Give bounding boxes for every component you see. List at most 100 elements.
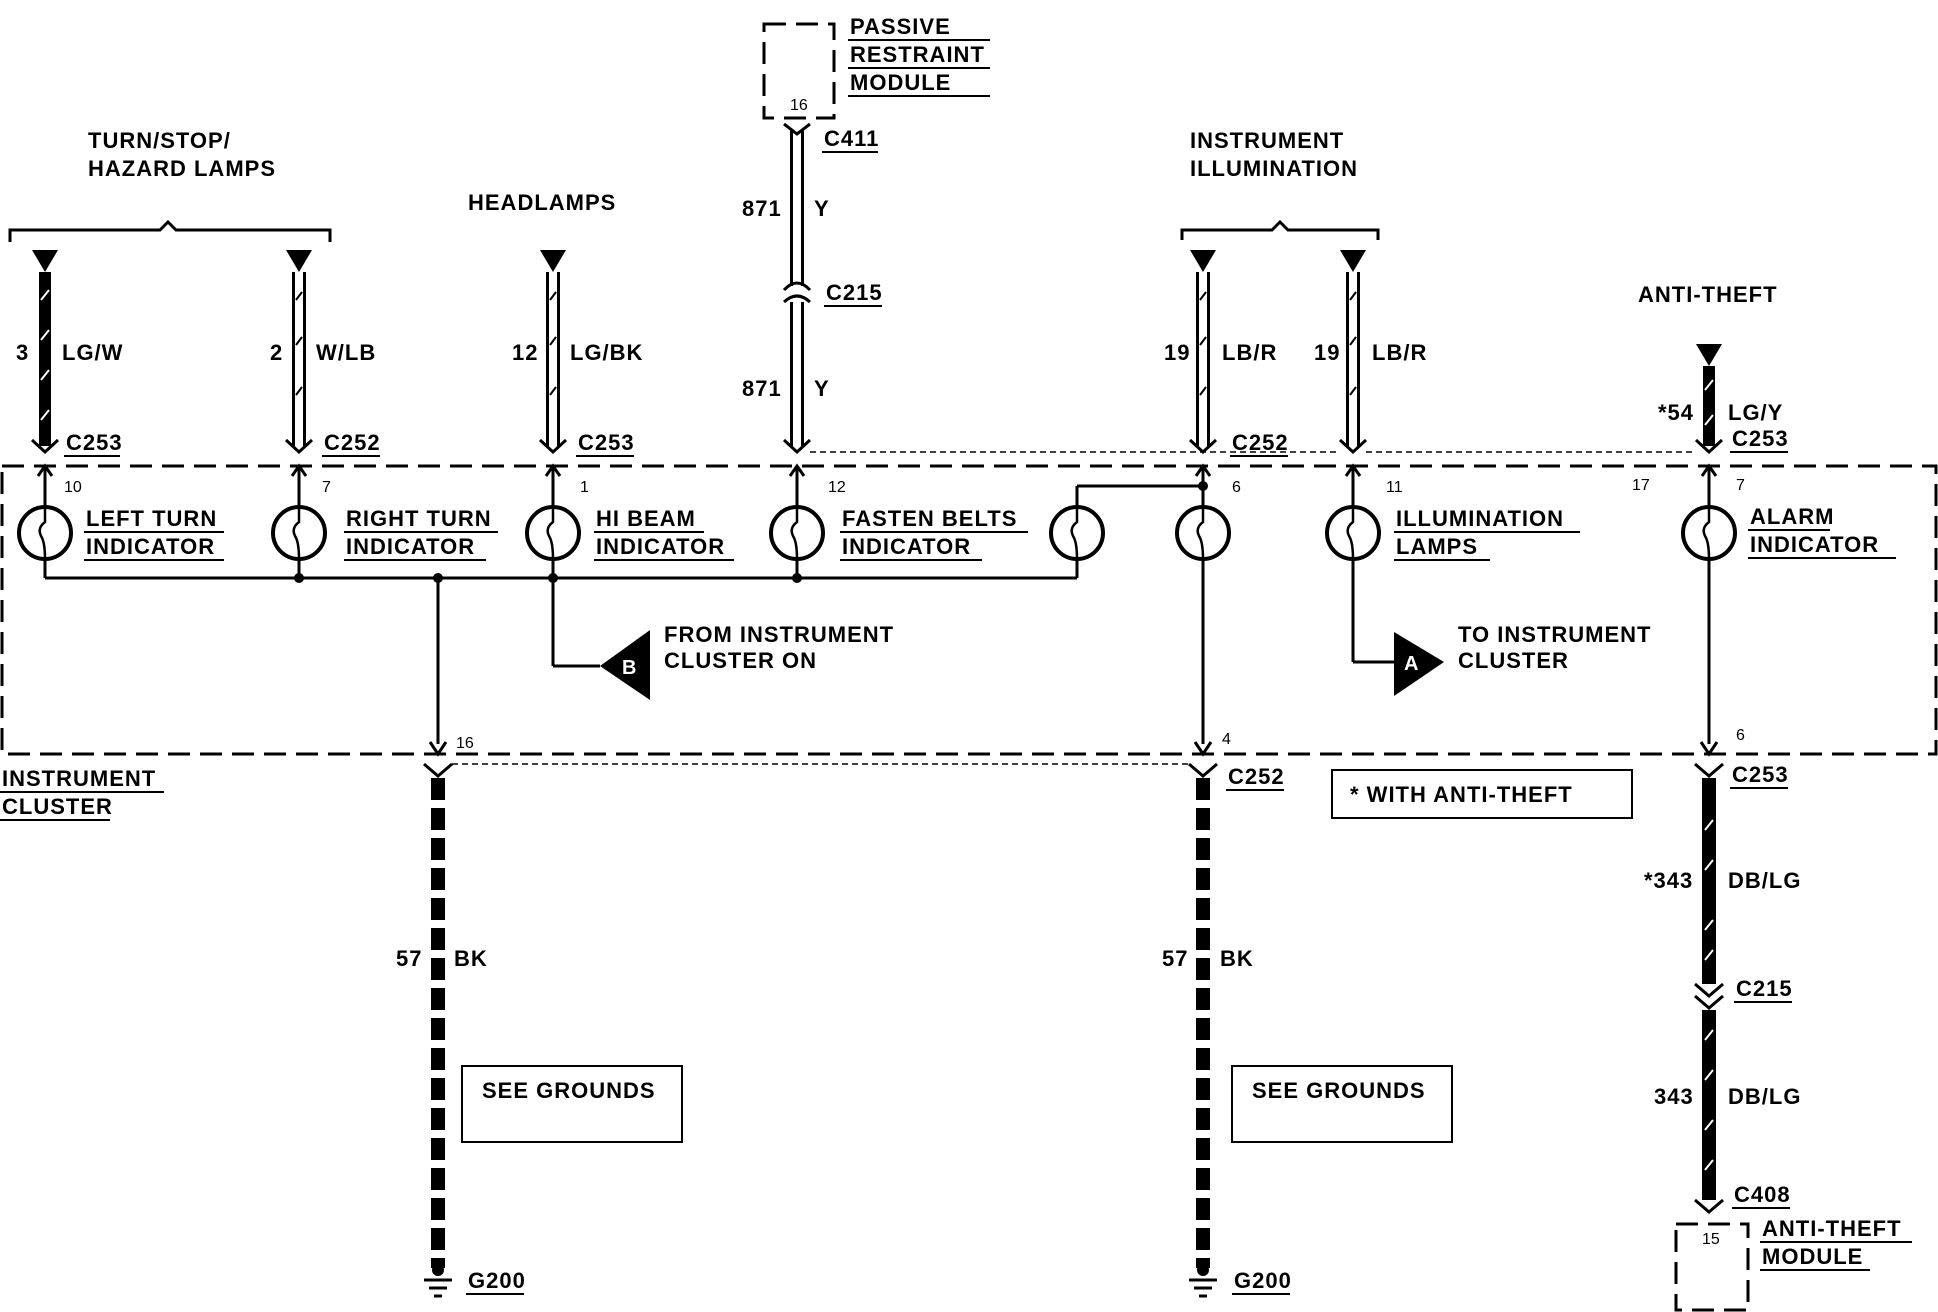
anti-theft-note: * WITH ANTI-THEFT bbox=[1350, 782, 1573, 807]
lamp-fasten-belts-label-2: INDICATOR bbox=[842, 534, 971, 559]
circuit-num-343b: 343 bbox=[1654, 1084, 1694, 1109]
feed-arrows bbox=[32, 250, 1722, 366]
anti-theft-label: ANTI-THEFT bbox=[1638, 282, 1778, 307]
connector-c252-2: C252 bbox=[1232, 430, 1289, 455]
circuit-color-dblgb: DB/LG bbox=[1728, 1084, 1801, 1109]
anti-theft-module-label-1: ANTI-THEFT bbox=[1762, 1216, 1902, 1241]
circuit-color-lbrb: LB/R bbox=[1372, 340, 1427, 365]
circuit-color-bkb: BK bbox=[1220, 946, 1254, 971]
pin-12: 12 bbox=[828, 479, 846, 496]
circuit-color-bka: BK bbox=[454, 946, 488, 971]
connector-c215-top: C215 bbox=[826, 280, 883, 305]
lamp-illumination-label-2: LAMPS bbox=[1396, 534, 1478, 559]
pin-arrows bbox=[36, 463, 1719, 757]
connector-c252-1: C252 bbox=[324, 430, 381, 455]
passive-restraint-module-box bbox=[762, 22, 836, 120]
ref-a-label-1: TO INSTRUMENT bbox=[1458, 622, 1651, 647]
lamp-left-turn-label-1: LEFT TURN bbox=[86, 506, 217, 531]
circuit-color-lgw: LG/W bbox=[62, 340, 123, 365]
passive-restraint-label-3: MODULE bbox=[850, 70, 951, 95]
lamp-left-turn-label-2: INDICATOR bbox=[86, 534, 215, 559]
circuit-color-dblga: DB/LG bbox=[1728, 868, 1801, 893]
ground-symbol-1-icon bbox=[424, 1278, 452, 1298]
cluster-internal-wiring bbox=[43, 466, 1711, 744]
anti-theft-wire-stripes bbox=[1704, 819, 1714, 1171]
circuit-num-57b: 57 bbox=[1162, 946, 1188, 971]
connector-c253-3: C253 bbox=[1732, 426, 1789, 451]
ground-wires bbox=[431, 778, 1716, 1268]
lamp-filaments bbox=[38, 507, 1711, 560]
ref-b-letter: B bbox=[622, 657, 636, 679]
pin-1: 1 bbox=[580, 479, 589, 496]
wire-stripes bbox=[40, 289, 1714, 426]
anti-theft-module-pin: 15 bbox=[1702, 1231, 1720, 1248]
circuit-num-19a: 19 bbox=[1164, 340, 1190, 365]
pin-7a: 7 bbox=[322, 479, 331, 496]
circuit-num-871b: 871 bbox=[742, 376, 782, 401]
turn-stop-brace bbox=[8, 219, 332, 242]
anti-theft-module-label-2: MODULE bbox=[1762, 1244, 1863, 1269]
ground-g200-1: G200 bbox=[468, 1268, 526, 1293]
connector-c253-1: C253 bbox=[66, 430, 123, 455]
connector-c252-3: C252 bbox=[1228, 764, 1285, 789]
pin-6a: 6 bbox=[1232, 479, 1241, 496]
circuit-num-57a: 57 bbox=[396, 946, 422, 971]
connector-c253-4: C253 bbox=[1732, 762, 1789, 787]
lamp-fasten-belts-label-1: FASTEN BELTS bbox=[842, 506, 1017, 531]
pin-7b: 7 bbox=[1736, 477, 1745, 494]
circuit-color-lbra: LB/R bbox=[1222, 340, 1277, 365]
circuit-color-lgy: LG/Y bbox=[1728, 400, 1783, 425]
pin-4-out: 4 bbox=[1222, 731, 1231, 748]
ref-b-label-2: CLUSTER ON bbox=[664, 648, 817, 673]
ref-b-label-1: FROM INSTRUMENT bbox=[664, 622, 894, 647]
illumination-brace bbox=[1180, 219, 1380, 240]
connector-c253-2: C253 bbox=[578, 430, 635, 455]
lamp-hi-beam-label-1: HI BEAM bbox=[596, 506, 696, 531]
anti-theft-note-box bbox=[1331, 769, 1633, 819]
passive-restraint-label-2: RESTRAINT bbox=[850, 42, 985, 67]
pin-11: 11 bbox=[1386, 479, 1403, 496]
connector-c411: C411 bbox=[824, 126, 879, 151]
circuit-color-lgbk: LG/BK bbox=[570, 340, 643, 365]
circuit-num-19b: 19 bbox=[1314, 340, 1340, 365]
circuit-color-wlb: W/LB bbox=[316, 340, 376, 365]
turn-stop-label-1: TURN/STOP/ bbox=[88, 128, 231, 153]
see-grounds-box-1 bbox=[461, 1065, 683, 1143]
see-grounds-label-1: SEE GROUNDS bbox=[482, 1078, 656, 1103]
ref-a-icon bbox=[1394, 632, 1444, 696]
instrument-cluster-label-2: CLUSTER bbox=[2, 794, 113, 819]
ground-g200-2: G200 bbox=[1234, 1268, 1292, 1293]
upper-wires bbox=[39, 130, 1715, 446]
lamp-right-turn-label-1: RIGHT TURN bbox=[346, 506, 492, 531]
lamp-alarm-label-1: ALARM bbox=[1750, 504, 1834, 529]
instrument-cluster-label-1: INSTRUMENT bbox=[2, 766, 156, 791]
lamp-right-turn-label-2: INDICATOR bbox=[346, 534, 475, 559]
see-grounds-label-2: SEE GROUNDS bbox=[1252, 1078, 1426, 1103]
ref-a-letter: A bbox=[1404, 653, 1418, 675]
connector-c215-mid: C215 bbox=[1736, 976, 1793, 1001]
pin-6-out: 6 bbox=[1736, 727, 1745, 744]
passive-restraint-pin: 16 bbox=[790, 97, 808, 114]
headlamps-label: HEADLAMPS bbox=[468, 190, 616, 215]
lamp-alarm-label-2: INDICATOR bbox=[1750, 532, 1879, 557]
see-grounds-box-2 bbox=[1231, 1065, 1453, 1143]
circuit-num-871a: 871 bbox=[742, 196, 782, 221]
lamp-illumination-label-1: ILLUMINATION bbox=[1396, 506, 1564, 531]
circuit-num-2: 2 bbox=[270, 340, 283, 365]
lower-connector-chevrons bbox=[423, 762, 1724, 1214]
circuit-num-54: *54 bbox=[1658, 400, 1694, 425]
circuit-color-yb: Y bbox=[814, 376, 830, 401]
passive-restraint-label-1: PASSIVE bbox=[850, 14, 951, 39]
circuit-num-343a: *343 bbox=[1644, 868, 1693, 893]
junction-dots bbox=[294, 481, 1208, 583]
ref-b-icon bbox=[600, 630, 650, 700]
wire-stripes-dark bbox=[295, 291, 1357, 396]
instrument-illumination-label-2: ILLUMINATION bbox=[1190, 156, 1358, 181]
ref-a-label-2: CLUSTER bbox=[1458, 648, 1569, 673]
instrument-cluster-box bbox=[0, 464, 1938, 756]
circuit-num-3: 3 bbox=[16, 340, 29, 365]
pin-17: 17 bbox=[1632, 477, 1650, 494]
connector-c408: C408 bbox=[1734, 1182, 1791, 1207]
circuit-color-ya: Y bbox=[814, 196, 830, 221]
